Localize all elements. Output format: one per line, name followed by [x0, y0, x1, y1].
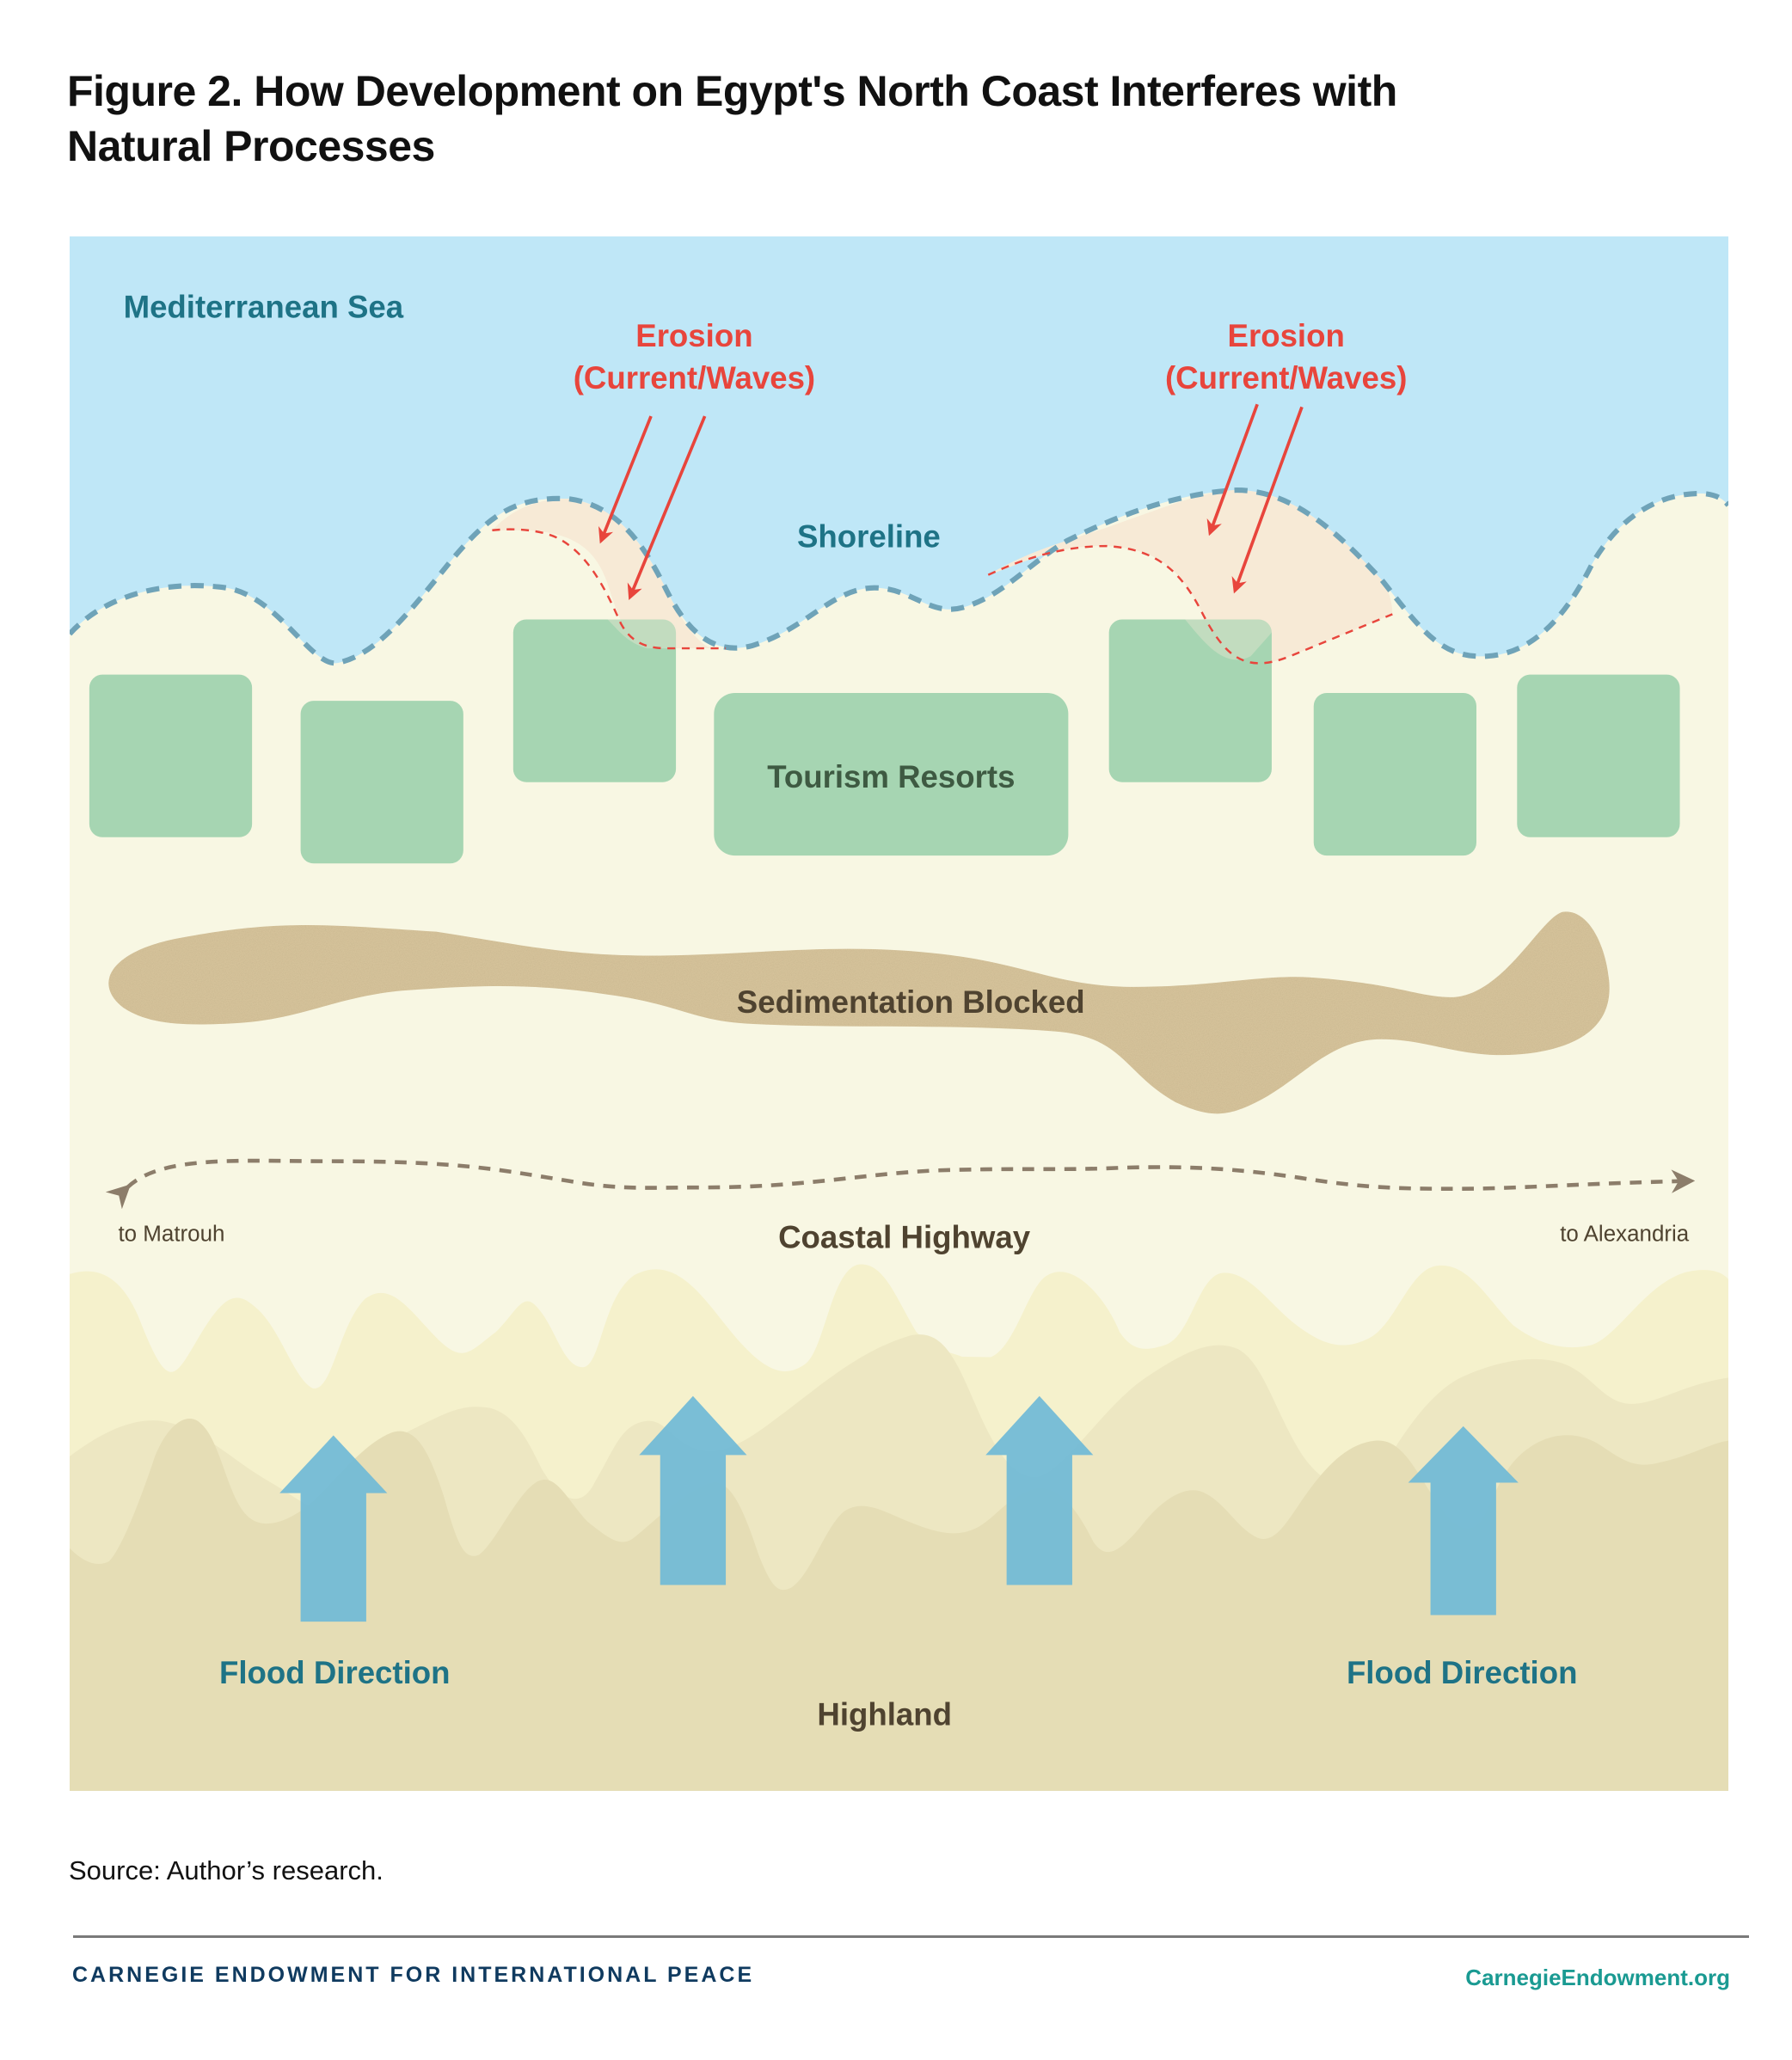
- source-note: Source: Author’s research.: [69, 1855, 384, 1885]
- erosion-arrow: [598, 415, 653, 544]
- flood-arrows: [279, 1395, 1519, 1622]
- flood-label-left: Flood Direction: [219, 1655, 451, 1690]
- erosion-label-left-line-2: (Current/Waves): [574, 360, 815, 395]
- flood-label-right: Flood Direction: [1347, 1655, 1578, 1690]
- coastal-highway-route: [105, 1158, 1696, 1210]
- erosion-arrow: [1231, 406, 1304, 594]
- resorts-group: [89, 619, 1680, 864]
- shoreline-label: Shoreline: [797, 519, 941, 555]
- footer-divider: [73, 1935, 1749, 1938]
- resort-block: [300, 701, 463, 864]
- former-coastline-right: [987, 544, 1393, 665]
- erosion-zone-left: [492, 499, 713, 649]
- resort-block: [512, 619, 677, 782]
- highway-right-label: to Alexandria: [1560, 1223, 1690, 1247]
- erosion-arrow: [1206, 403, 1259, 536]
- figure-title: Figure 2. How Development on Egypt's Nor…: [67, 64, 1529, 174]
- erosion-overlay-right: [1185, 619, 1272, 660]
- flood-arrow-icon: [279, 1435, 388, 1622]
- highland-label: Highland: [817, 1697, 952, 1732]
- flood-arrow-icon: [1408, 1425, 1519, 1616]
- sediment-label: Sedimentation Blocked: [737, 984, 1085, 1020]
- shoreline-line: [70, 487, 1728, 666]
- organization-name: CARNEGIE ENDOWMENT FOR INTERNATIONAL PEA…: [72, 1963, 755, 1987]
- highway-label: Coastal Highway: [778, 1219, 1031, 1254]
- erosion-overlay-left: [607, 619, 677, 649]
- coastal-diagram: Mediterranean Sea Shoreline Erosion (Cur…: [70, 236, 1728, 1791]
- former-coastline-left: [492, 528, 727, 650]
- resorts-label: Tourism Resorts: [767, 759, 1015, 794]
- sea-label: Mediterranean Sea: [124, 290, 404, 325]
- resort-block: [89, 674, 253, 837]
- sediment-blob: [108, 911, 1610, 1114]
- figure-title-line-1: Figure 2. How Development on Egypt's Nor…: [67, 67, 1397, 115]
- website-link[interactable]: CarnegieEndowment.org: [1465, 1965, 1730, 1990]
- erosion-arrows: [598, 403, 1304, 600]
- highway-left-label: to Matrouh: [118, 1223, 224, 1247]
- highland-layer-3: [70, 1418, 1728, 1791]
- figure-title-line-2: Natural Processes: [67, 122, 435, 170]
- erosion-label-right-line-2: (Current/Waves): [1165, 360, 1407, 395]
- resort-block-main: [714, 692, 1069, 856]
- erosion-label-right-line-1: Erosion: [1228, 318, 1345, 353]
- resort-block: [1313, 692, 1476, 856]
- erosion-arrow: [627, 415, 707, 600]
- erosion-zone-right: [988, 490, 1393, 664]
- flood-arrow-icon: [985, 1395, 1094, 1585]
- flood-arrow-icon: [639, 1395, 747, 1585]
- resort-block: [1108, 619, 1272, 782]
- resort-block: [1517, 674, 1680, 837]
- erosion-label-left-line-1: Erosion: [635, 318, 752, 353]
